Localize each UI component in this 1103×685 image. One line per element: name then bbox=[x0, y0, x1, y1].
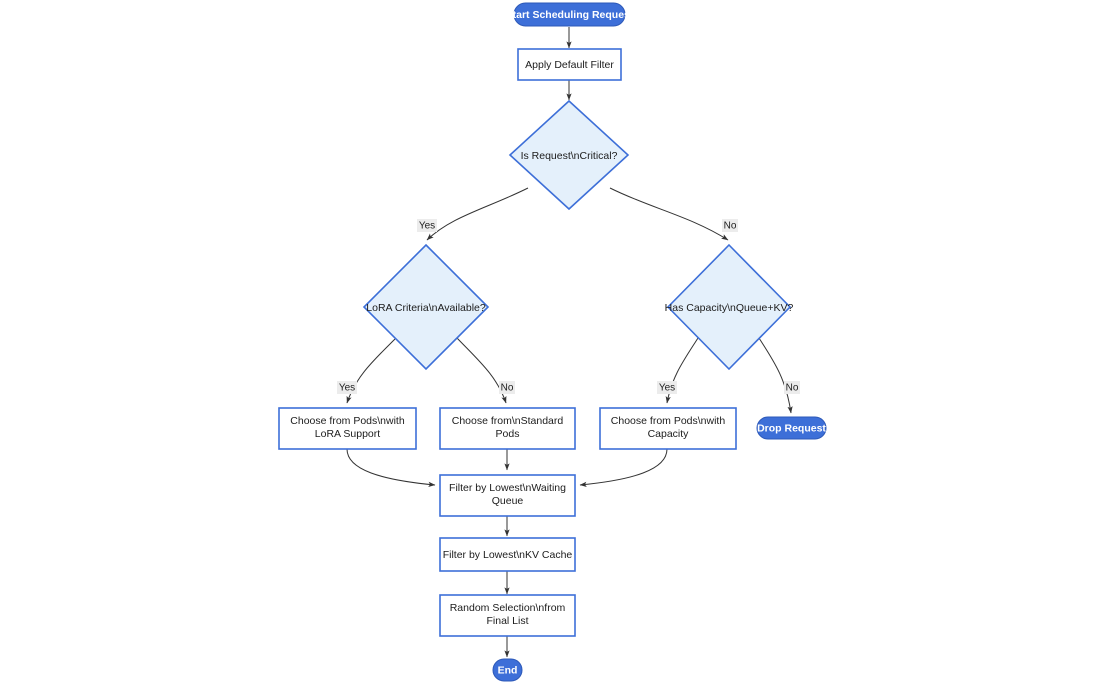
edge-lora-yes-to-choose-lora bbox=[346, 337, 397, 404]
node-choose-capacity-pods[interactable]: Choose from Pods\nwith Capacity bbox=[599, 407, 737, 450]
edge-critical-yes-to-lora bbox=[426, 187, 529, 241]
random-selection-shape bbox=[439, 594, 576, 637]
choose-standard-pods-shape bbox=[439, 407, 576, 450]
node-has-capacity[interactable]: Has Capacity\nQueue+KV? bbox=[665, 243, 794, 371]
choose-lora-pods-label-line2: LoRA Support bbox=[315, 428, 380, 440]
node-random-selection[interactable]: Random Selection\nfrom Final List bbox=[439, 594, 576, 637]
drop-request-label: Drop Request bbox=[757, 422, 826, 434]
lora-yes-text: Yes bbox=[339, 383, 355, 394]
has-capacity-label: Has Capacity\nQueue+KV? bbox=[665, 302, 794, 314]
edge-choose-lora-to-filter-queue bbox=[346, 448, 436, 487]
lora-criteria-available-label: LoRA Criteria\nAvailable? bbox=[366, 302, 486, 314]
node-apply-default-filter[interactable]: Apply Default Filter bbox=[517, 48, 622, 81]
drop-request-shape bbox=[756, 416, 827, 440]
choose-capacity-pods-label-line1: Choose from Pods\nwith bbox=[611, 415, 726, 427]
random-selection-label-line1: Random Selection\nfrom bbox=[450, 602, 566, 614]
start-shape bbox=[513, 2, 626, 27]
has-capacity-shape bbox=[666, 243, 792, 371]
node-is-request-critical[interactable]: Is Request\nCritical? bbox=[508, 99, 630, 211]
node-filter-waiting-queue[interactable]: Filter by Lowest\nWaiting Queue bbox=[439, 474, 576, 517]
choose-capacity-pods-shape bbox=[599, 407, 737, 450]
choose-standard-pods-label-line2: Pods bbox=[496, 428, 520, 440]
edge-label-lora-no: No bbox=[499, 381, 515, 394]
node-drop-request[interactable]: Drop Request bbox=[756, 416, 827, 440]
choose-standard-pods-label-line1: Choose from\nStandard bbox=[452, 415, 564, 427]
choose-lora-pods-shape bbox=[278, 407, 417, 450]
capacity-yes-text: Yes bbox=[659, 383, 675, 394]
critical-yes-text: Yes bbox=[419, 221, 435, 232]
node-choose-standard-pods[interactable]: Choose from\nStandard Pods bbox=[439, 407, 576, 450]
random-selection-label-line2: Final List bbox=[486, 615, 528, 627]
edge-capacity-yes-to-choose-capacity bbox=[665, 337, 699, 404]
lora-no-bg bbox=[499, 381, 515, 394]
edge-label-critical-no: No bbox=[722, 219, 738, 232]
filter-kv-cache-label: Filter by Lowest\nKV Cache bbox=[443, 549, 573, 561]
lora-criteria-available-shape bbox=[362, 243, 490, 371]
capacity-no-bg bbox=[784, 381, 800, 394]
capacity-yes-bg bbox=[657, 381, 677, 394]
lora-yes-bg bbox=[337, 381, 357, 394]
filter-kv-cache-shape bbox=[439, 537, 576, 572]
node-end[interactable]: End bbox=[492, 658, 523, 682]
filter-waiting-queue-shape bbox=[439, 474, 576, 517]
edge-choose-capacity-to-filter-queue bbox=[579, 448, 668, 487]
critical-yes-bg bbox=[417, 219, 437, 232]
end-shape bbox=[492, 658, 523, 682]
node-filter-kv-cache[interactable]: Filter by Lowest\nKV Cache bbox=[439, 537, 576, 572]
start-label: Start Scheduling Request bbox=[506, 9, 634, 21]
apply-default-filter-label: Apply Default Filter bbox=[525, 59, 614, 71]
node-choose-lora-pods[interactable]: Choose from Pods\nwith LoRA Support bbox=[278, 407, 417, 450]
filter-waiting-queue-label-line2: Queue bbox=[492, 495, 524, 507]
edge-label-capacity-yes: Yes bbox=[657, 381, 677, 394]
edge-capacity-no-to-drop bbox=[758, 337, 793, 414]
edges-layer bbox=[346, 27, 793, 658]
end-label: End bbox=[498, 664, 518, 676]
edge-label-lora-yes: Yes bbox=[337, 381, 357, 394]
is-request-critical-shape bbox=[508, 99, 630, 211]
edge-lora-no-to-choose-standard bbox=[456, 337, 507, 404]
capacity-no-text: No bbox=[786, 383, 799, 394]
edge-label-capacity-no: No bbox=[784, 381, 800, 394]
choose-lora-pods-label-line1: Choose from Pods\nwith bbox=[290, 415, 405, 427]
filter-waiting-queue-label-line1: Filter by Lowest\nWaiting bbox=[449, 482, 566, 494]
choose-capacity-pods-label-line2: Capacity bbox=[648, 428, 690, 440]
is-request-critical-label: Is Request\nCritical? bbox=[521, 150, 618, 162]
critical-no-text: No bbox=[724, 221, 737, 232]
critical-no-bg bbox=[722, 219, 738, 232]
lora-no-text: No bbox=[501, 383, 514, 394]
apply-default-filter-shape bbox=[517, 48, 622, 81]
edge-critical-no-to-capacity bbox=[609, 187, 729, 241]
edge-label-critical-yes: Yes bbox=[417, 219, 437, 232]
node-lora-criteria-available[interactable]: LoRA Criteria\nAvailable? bbox=[362, 243, 490, 371]
node-start[interactable]: Start Scheduling Request bbox=[506, 2, 634, 27]
